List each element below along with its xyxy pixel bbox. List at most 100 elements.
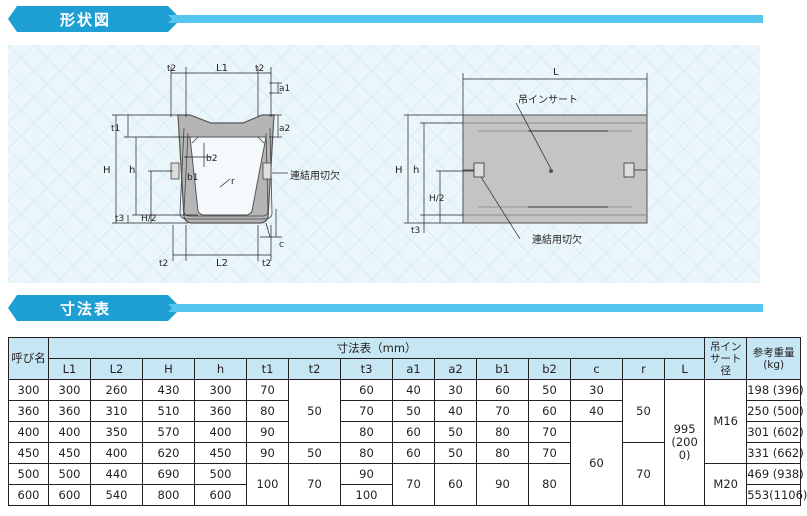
table-row: 300 300 260 430 300 70 50 60 40 30 60 50… (8, 379, 804, 506)
cell-name: 300 (8, 379, 49, 401)
cell-c: 60 (570, 421, 623, 506)
cell-insert: M16 (704, 379, 748, 464)
cell-H: 430 (142, 379, 195, 401)
header-nominal: 呼び名 (8, 337, 49, 380)
cell-L2: 540 (90, 484, 143, 506)
cell-name: 360 (8, 400, 49, 422)
cell-a1: 60 (392, 442, 435, 464)
dim-h-side: h (413, 165, 419, 176)
cell-L2: 260 (90, 379, 143, 401)
dimension-table: 呼び名 寸法表（mm） 吊インサート径 参考重量(kg) L1 L2 H h t… (8, 337, 807, 506)
cell-a2: 40 (434, 400, 477, 422)
cell-t2: 50 (288, 442, 341, 464)
cell-L1: 600 (48, 484, 91, 506)
cell-r: 50 (622, 379, 665, 443)
cell-a2: 50 (434, 442, 477, 464)
cell-name: 600 (8, 484, 49, 506)
cell-a1: 40 (392, 379, 435, 401)
dim-t2-top-left: t2 (167, 64, 176, 74)
cell-a2: 30 (434, 379, 477, 401)
cell-L2: 310 (90, 400, 143, 422)
cell-weight: 553(1106) (746, 484, 807, 506)
cell-L1: 360 (48, 400, 91, 422)
cell-h: 600 (194, 484, 247, 506)
cell-t2: 70 (288, 463, 341, 506)
cell-b2: 80 (528, 463, 571, 506)
header-t1: t1 (246, 358, 289, 380)
cell-t1: 100 (246, 463, 289, 506)
dim-b1: b1 (187, 173, 198, 183)
dim-b2: b2 (206, 154, 217, 164)
label-lift-insert: 吊インサート (518, 94, 578, 106)
dim-h: h (129, 165, 135, 176)
cell-t1: 70 (246, 379, 289, 401)
header-H: H (142, 358, 195, 380)
cell-h: 400 (194, 421, 247, 443)
cell-a1: 50 (392, 400, 435, 422)
cell-t3: 70 (340, 400, 393, 422)
dim-t3-side: t3 (411, 226, 420, 236)
cell-t3: 60 (340, 379, 393, 401)
cell-L1: 300 (48, 379, 91, 401)
cell-b2: 60 (528, 400, 571, 422)
header-weight: 参考重量(kg) (746, 337, 802, 380)
cell-name: 400 (8, 421, 49, 443)
dim-H-side: H (395, 165, 403, 176)
cell-insert: M20 (704, 463, 748, 506)
shape-diagram: t2 L1 t2 a1 a2 t1 H h t3 H/2 b2 b1 r c t… (8, 45, 760, 283)
section-banner-table: 寸法表 (8, 295, 768, 321)
side-view-drawing: L 吊インサート H h H/2 t3 連結用切欠 (395, 67, 648, 246)
label-connect-notch-left: 連結用切欠 (290, 169, 340, 182)
cell-H: 620 (142, 442, 195, 464)
cell-t1: 90 (246, 442, 289, 464)
header-dimensions: 寸法表（mm） (47, 337, 706, 359)
cell-L: 995 (2000) (663, 379, 706, 506)
cell-b2: 70 (528, 421, 571, 443)
cell-t1: 80 (246, 400, 289, 422)
cell-L1: 400 (48, 421, 91, 443)
header-r: r (622, 358, 665, 380)
dim-t1: t1 (111, 124, 120, 134)
cell-weight: 331 (662) (746, 442, 804, 464)
cell-b1: 80 (476, 442, 529, 464)
dim-L: L (553, 67, 559, 78)
cell-b2: 70 (528, 442, 571, 464)
header-a1: a1 (392, 358, 435, 380)
cell-H: 510 (142, 400, 195, 422)
cell-t2: 50 (288, 379, 341, 443)
header-L2: L2 (90, 358, 143, 380)
cell-L2: 350 (90, 421, 143, 443)
cell-b1: 80 (476, 421, 529, 443)
dim-c: c (279, 240, 284, 250)
dim-L2: L2 (216, 258, 228, 269)
dim-a1: a1 (279, 84, 290, 94)
cell-weight: 469 (938) (746, 463, 804, 485)
cell-name: 500 (8, 463, 49, 485)
header-t3: t3 (340, 358, 393, 380)
dim-r: r (231, 177, 235, 187)
banner-shape-graphic (8, 6, 763, 32)
section-banner-shape: 形状図 (8, 6, 768, 32)
table-row: 360 360 310 510 360 80 70 50 40 70 60 40… (8, 400, 804, 422)
header-insert: 吊インサート径 (704, 337, 748, 380)
section-title-table: 寸法表 (60, 300, 112, 318)
header-t2: t2 (288, 358, 341, 380)
cell-t3: 80 (340, 421, 393, 443)
cell-L1: 500 (48, 463, 91, 485)
label-connect-notch-right: 連結用切欠 (532, 233, 582, 246)
dim-H-half-side: H/2 (429, 194, 445, 204)
header-L: L (663, 358, 706, 380)
cell-b1: 60 (476, 379, 529, 401)
dim-t3: t3 (115, 214, 124, 224)
cell-t3: 100 (340, 484, 393, 506)
cell-t3: 80 (340, 442, 393, 464)
cross-section-drawing: t2 L1 t2 a1 a2 t1 H h t3 H/2 b2 b1 r c t… (103, 63, 340, 269)
header-a2: a2 (434, 358, 477, 380)
cell-b2: 50 (528, 379, 571, 401)
cell-h: 300 (194, 379, 247, 401)
dim-a2: a2 (279, 124, 290, 134)
header-L1: L1 (48, 358, 91, 380)
section-title-shape: 形状図 (60, 11, 112, 29)
header-c: c (570, 358, 623, 380)
dim-t2-bottom-left: t2 (159, 259, 168, 269)
